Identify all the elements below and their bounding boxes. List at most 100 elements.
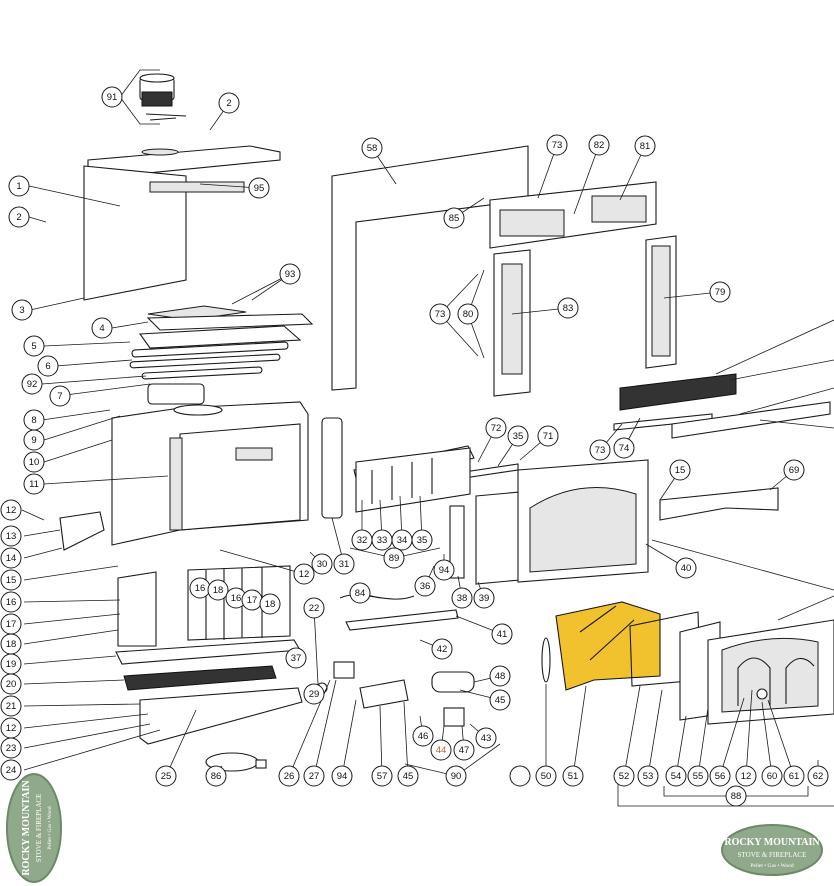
callout-73: 73	[546, 134, 568, 156]
callout-13: 13	[0, 525, 22, 547]
callout-label: 12	[741, 771, 752, 782]
callout-label: 91	[107, 92, 118, 103]
callout-56: 56	[709, 765, 731, 787]
callout-label: 57	[377, 771, 388, 782]
callout-label: 31	[339, 559, 350, 570]
callout-51: 51	[562, 765, 584, 787]
callout-label: 8	[31, 415, 36, 426]
callout-label: 10	[29, 457, 40, 468]
callout-label: 45	[495, 695, 506, 706]
brand-logo-right: ROCKY MOUNTAIN STOVE & FIREPLACE Pellet …	[721, 824, 823, 876]
callout-31: 31	[333, 553, 355, 575]
callout-label: 79	[715, 287, 726, 298]
callout-label: 18	[265, 599, 276, 610]
callout-15: 15	[0, 569, 22, 591]
callout-label: 11	[29, 479, 39, 490]
callout-29: 29	[303, 683, 325, 705]
logo-right-line1: ROCKY MOUNTAIN	[724, 837, 820, 848]
callout-label: 55	[693, 771, 704, 782]
callout-39: 39	[473, 587, 495, 609]
callout-label: 54	[671, 771, 682, 782]
logo-left-line1: ROCKY MOUNTAIN	[21, 780, 32, 876]
part-81-82-top-frame	[489, 181, 657, 249]
callout-19: 19	[0, 653, 22, 675]
callout-16: 16	[0, 591, 22, 613]
part-21-base-plate	[139, 687, 303, 745]
callout-24: 24	[0, 759, 22, 781]
part-10-firebox-body	[111, 401, 309, 546]
callout-label: 46	[418, 731, 429, 742]
callout-label: 40	[681, 563, 692, 574]
callout-label: 22	[309, 603, 320, 614]
callout-label: 80	[463, 309, 474, 320]
callout-46: 46	[412, 725, 434, 747]
callout-12: 12	[0, 717, 22, 739]
callout-label: 35	[417, 535, 428, 546]
callout-label: 6	[45, 361, 50, 372]
callout-label: 2	[16, 212, 21, 223]
logo-left-line3: Pellet • Gas • Wood	[47, 806, 53, 850]
callout-label: 25	[161, 771, 172, 782]
callout-95: 95	[248, 177, 270, 199]
part-58-surround-gasket	[331, 145, 529, 391]
callout-3: 3	[11, 299, 33, 321]
callout-label: 12	[6, 505, 17, 516]
callout-69: 69	[783, 459, 805, 481]
callout-label: 19	[6, 659, 17, 670]
callout-60: 60	[761, 765, 783, 787]
callout-label: 30	[317, 559, 328, 570]
callout-label: 53	[643, 771, 654, 782]
callout-label: 95	[254, 183, 265, 194]
callout-7: 7	[49, 385, 71, 407]
callout-33: 33	[371, 529, 393, 551]
callout-label: 16	[6, 597, 17, 608]
callout-36: 36	[414, 575, 436, 597]
callout-label: 15	[675, 465, 686, 476]
callout-40: 40	[675, 557, 697, 579]
part-louver-grille	[619, 373, 737, 411]
callout-80: 80	[457, 303, 479, 325]
callout-label: 4	[99, 323, 104, 334]
callout-27: 27	[303, 765, 325, 787]
callout-label: 88	[731, 791, 742, 802]
logo-right-line2: STOVE & FIREPLACE	[738, 851, 807, 859]
callout-label: 52	[619, 771, 630, 782]
callout-62: 62	[807, 765, 829, 787]
part-51-door-glass	[555, 601, 661, 691]
callout-88: 88	[725, 785, 747, 807]
part-39-door-gasket	[475, 491, 521, 585]
callout-16: 16	[189, 577, 211, 599]
callout-22: 22	[303, 597, 325, 619]
callout-label: 13	[6, 531, 17, 542]
callout-83: 83	[557, 297, 579, 319]
callout-label: 93	[285, 269, 296, 280]
callout-label: 90	[451, 771, 462, 782]
part-5-6-7-tubes	[129, 341, 289, 405]
callout-label: 16	[195, 583, 206, 594]
callout-50: 50	[535, 765, 557, 787]
callout-84: 84	[349, 582, 371, 604]
callout-label: 17	[247, 595, 258, 606]
callout-label: 12	[6, 723, 17, 734]
callout-label: 50	[541, 771, 552, 782]
callout-label: 7	[57, 391, 62, 402]
callout-label: 62	[813, 771, 824, 782]
callout-6: 6	[37, 355, 59, 377]
callout-48: 48	[489, 665, 511, 687]
callout-label: 43	[481, 733, 492, 744]
callout-17: 17	[241, 589, 263, 611]
callout-54: 54	[665, 765, 687, 787]
brand-logo-left: ROCKY MOUNTAIN STOVE & FIREPLACE Pellet …	[6, 773, 62, 883]
callout-8: 8	[23, 409, 45, 431]
callout-74: 74	[613, 437, 635, 459]
callout-label: 15	[6, 575, 17, 586]
callout-9: 9	[23, 429, 45, 451]
callout-37: 37	[285, 647, 307, 669]
callout-90: 90	[445, 765, 467, 787]
callout-label: 2	[226, 98, 231, 109]
callout-2: 2	[218, 92, 240, 114]
part-79-right-frame-column	[645, 235, 677, 369]
callout-label: 29	[309, 689, 320, 700]
callout-label: 37	[291, 653, 302, 664]
